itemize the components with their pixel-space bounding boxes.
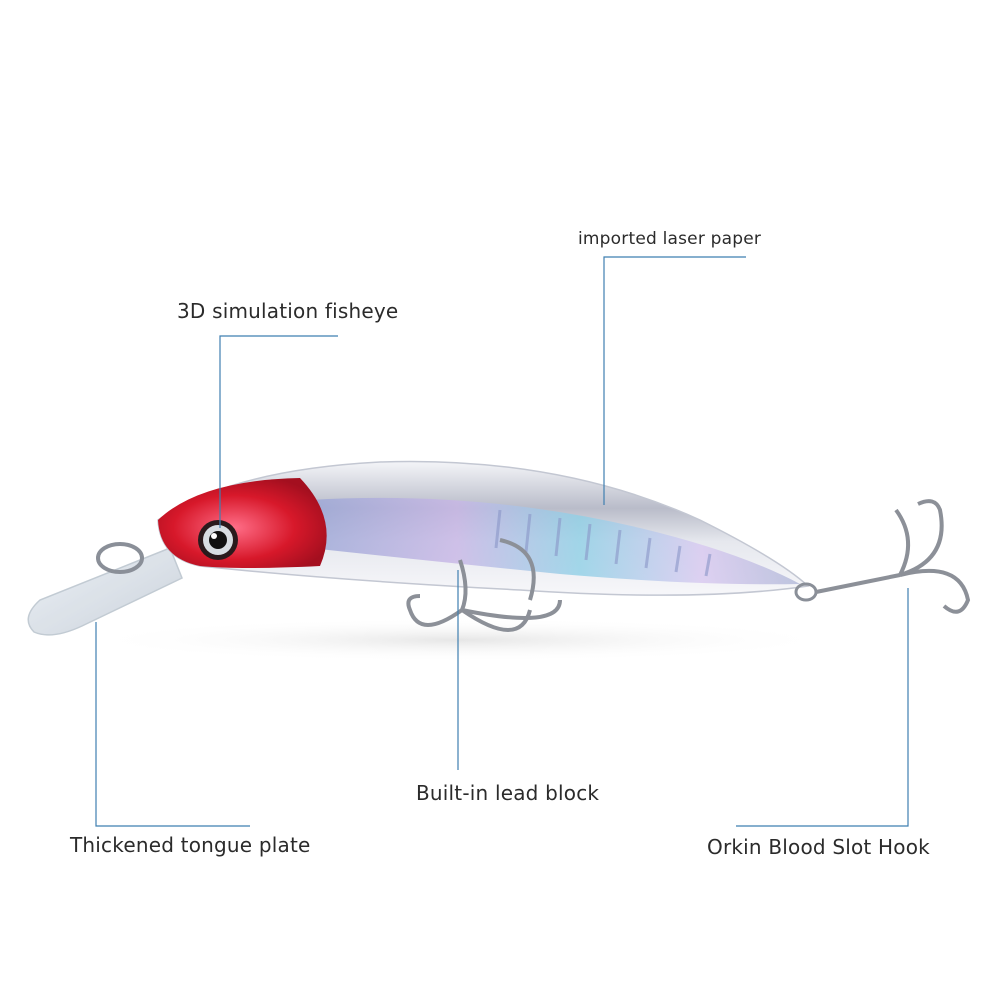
laser-paper-leader bbox=[603, 256, 746, 505]
belly-treble-hook bbox=[406, 538, 562, 632]
callout-hook: Orkin Blood Slot Hook bbox=[707, 835, 930, 859]
callout-tongue-plate: Thickened tongue plate bbox=[70, 833, 311, 857]
lure-shadow bbox=[80, 618, 840, 662]
fisheye-leader bbox=[219, 335, 338, 528]
hook-leader bbox=[736, 588, 909, 827]
front-split-ring bbox=[96, 542, 144, 574]
fisheye bbox=[198, 520, 238, 560]
tongue-plate-leader bbox=[95, 622, 250, 827]
tail-treble-hook bbox=[815, 499, 971, 614]
laser-stripes bbox=[494, 509, 712, 577]
callout-laser-paper: imported laser paper bbox=[578, 229, 762, 249]
callout-lead-block: Built-in lead block bbox=[416, 781, 600, 805]
callout-leader-lines bbox=[95, 256, 909, 827]
callout-fisheye: 3D simulation fisheye bbox=[177, 299, 399, 323]
red-head bbox=[158, 478, 327, 568]
tongue-plate bbox=[27, 547, 183, 636]
